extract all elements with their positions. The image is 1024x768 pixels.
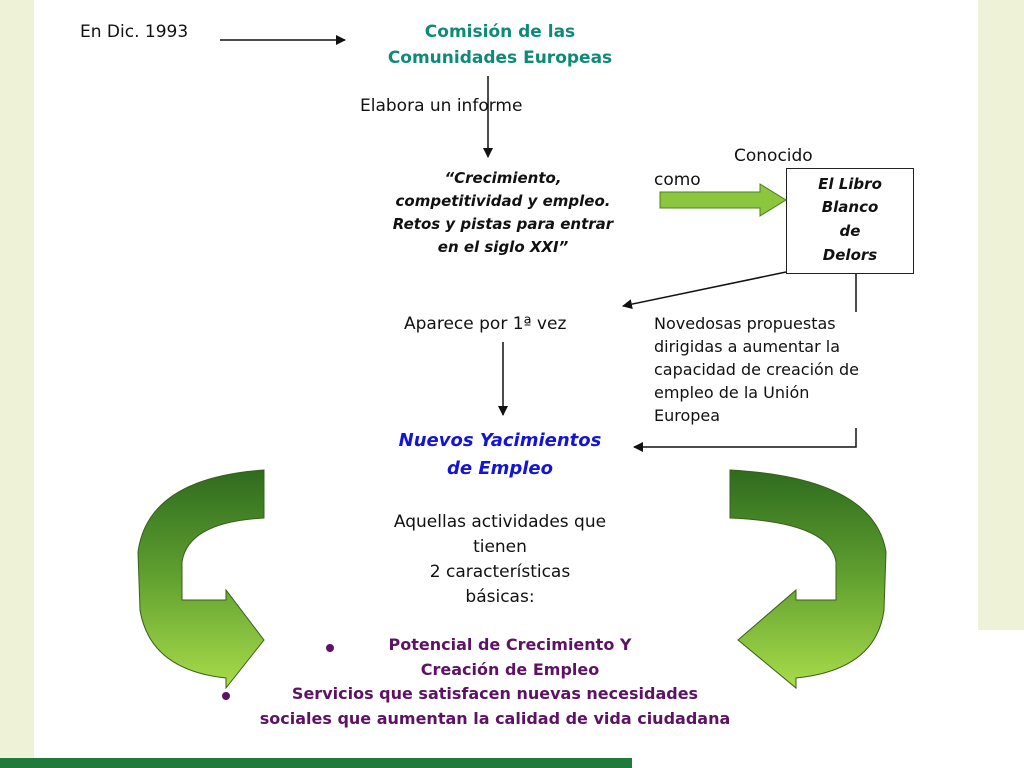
aquellas-line-1: Aquellas actividades que [393,512,607,532]
nye-line-1: Nuevos Yacimientos [398,430,602,451]
right-curved-arrow [729,469,887,690]
aquellas-line-2: tienen [473,537,527,557]
report-title-line-4: en el siglo XXI” [437,238,569,256]
left-decor-strip [0,0,34,768]
commission-line-1: Comisión de las [424,22,576,42]
novedosas-line-5: Europea [654,406,721,425]
nye-line-2: de Empleo [446,458,554,479]
aquellas-line-4: básicas: [465,587,535,607]
left-curved-arrow [137,469,265,690]
novedosas-line-4: empleo de la Unión [654,383,810,402]
date-label: En Dic. 1993 [80,22,189,42]
aparece-label: Aparece por 1ª vez [404,314,567,334]
commission-line-2: Comunidades Europeas [387,48,613,68]
bullet-1-line-1: Potencial de Crecimiento Y [388,635,632,654]
white-book-line-2: Blanco [821,198,879,216]
como-label: como [654,170,701,190]
report-title-line-1: “Crecimiento, [444,169,562,187]
arrow-box-to-aparece [622,271,787,310]
bullet-dot-2 [222,692,230,700]
white-book-line-3: de [839,222,861,240]
white-book-line-4: Delors [822,246,878,264]
conocido-label: Conocido [734,146,813,166]
novedosas-line-2: dirigidas a aumentar la [654,337,841,356]
bullet-2-line-2: sociales que aumentan la calidad de vida… [259,709,731,728]
right-decor-panel [978,0,1024,630]
white-book-box [786,168,914,274]
arrow-novedosas-to-nye [633,428,857,452]
bullet-1-line-2: Creación de Empleo [420,660,600,679]
bullet-2-line-1: Servicios que satisfacen nuevas necesida… [291,684,699,703]
bottom-bar [0,758,632,768]
bullet-dot-1 [326,644,334,652]
novedosas-line-3: capacidad de creación de [654,360,860,379]
white-book-line-1: El Libro [818,175,882,193]
elabora-label: Elabora un informe [360,96,523,116]
arrow-como [659,183,787,217]
novedosas-line-1: Novedosas propuestas [654,314,836,333]
report-title-line-2: competitividad y empleo. [395,192,611,210]
report-title-line-3: Retos y pistas para entrar [392,215,614,233]
aquellas-line-3: 2 características [429,562,571,582]
